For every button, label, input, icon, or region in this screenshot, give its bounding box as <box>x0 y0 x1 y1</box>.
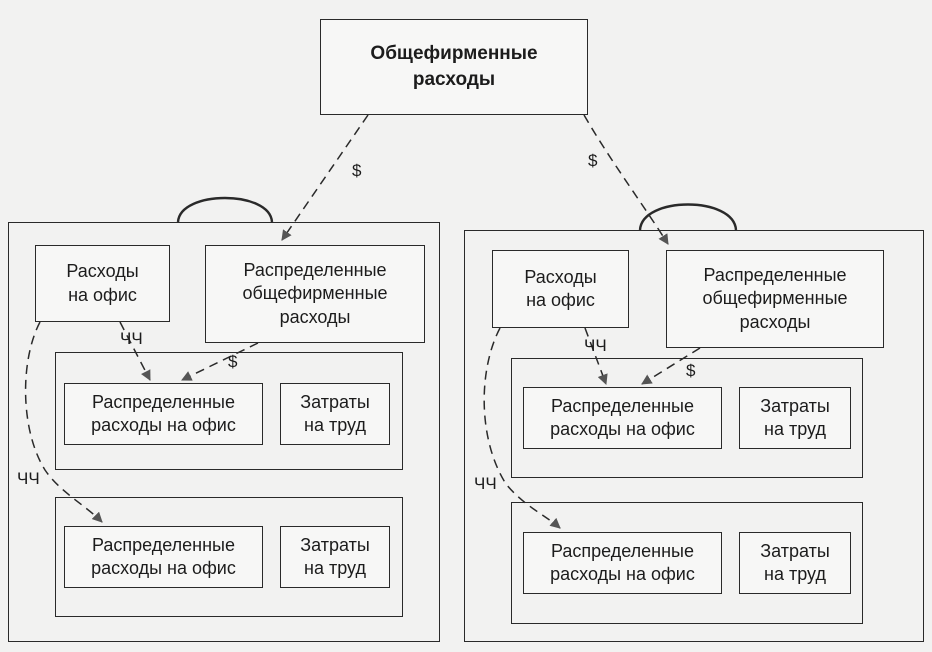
cluster-right-office-expenses-box: Расходы на офис <box>492 250 629 328</box>
cluster-left-group-1-distributed-office-box: Распределенные расходы на офис <box>64 383 263 445</box>
cluster-left-office-expenses-box: Расходы на офис <box>35 245 170 322</box>
distributed-company-label: Распределенные общефирменные расходы <box>702 264 848 332</box>
labor-costs-label: Затраты на труд <box>300 391 370 435</box>
cluster-left-frame <box>8 222 440 642</box>
distributed-office-label: Распределенные расходы на офис <box>550 540 695 584</box>
cluster-left-label-hours-side: ЧЧ <box>17 469 40 488</box>
cluster-right-label-hours-side: ЧЧ <box>474 474 497 493</box>
cluster-left-label-hours-top: ЧЧ <box>120 329 143 348</box>
flow-left-office-to-inner1 <box>119 321 151 381</box>
cluster-right-label-dollar-top: $ <box>588 151 598 170</box>
cluster-left-group-1-labor-box: Затраты на труд <box>280 383 390 445</box>
distributed-office-label: Распределенные расходы на офис <box>91 391 236 435</box>
office-expenses-label: Расходы на офис <box>524 266 597 310</box>
flow-top-to-left <box>281 114 369 241</box>
cluster-left-distributed-company-box: Распределенные общефирменные расходы <box>205 245 425 343</box>
flow-right-dist-to-inner1 <box>641 347 701 385</box>
flow-right-office-to-inner2 <box>483 327 561 529</box>
labor-costs-label: Затраты на труд <box>760 540 830 584</box>
flow-top-to-right <box>583 114 669 245</box>
cluster-left-label-dollar-inner: $ <box>228 352 238 371</box>
cluster-left-group-2-labor-box: Затраты на труд <box>280 526 390 588</box>
cluster-left-group-1 <box>55 352 403 470</box>
cluster-left-label-dollar-top: $ <box>352 161 362 180</box>
cluster-right-group-2-labor-box: Затраты на труд <box>739 532 851 594</box>
distributed-company-label: Распределенные общефирменные расходы <box>242 259 388 327</box>
cluster-right-group-1-distributed-office-box: Распределенные расходы на офис <box>523 387 722 449</box>
cluster-left-group-2 <box>55 497 403 617</box>
cluster-right-group-2 <box>511 502 863 624</box>
cluster-left-group-2-distributed-office-box: Распределенные расходы на офис <box>64 526 263 588</box>
distributed-office-label: Распределенные расходы на офис <box>91 534 236 578</box>
labor-costs-label: Затраты на труд <box>760 395 830 439</box>
flow-left-office-to-inner2 <box>24 321 103 523</box>
cluster-right-label-hours-top: ЧЧ <box>584 336 607 355</box>
cluster-right-group-1-labor-box: Затраты на труд <box>739 387 851 449</box>
cluster-right-frame <box>464 230 924 642</box>
company-expenses-label: Общефирменные расходы <box>370 43 538 90</box>
loop-arc-left <box>176 196 274 223</box>
office-expenses-label: Расходы на офис <box>66 261 139 305</box>
cluster-right-distributed-company-box: Распределенные общефирменные расходы <box>666 250 884 348</box>
distributed-office-label: Распределенные расходы на офис <box>550 395 695 439</box>
cluster-right-group-1 <box>511 358 863 478</box>
loop-arc-right <box>638 203 738 231</box>
company-expenses-box: Общефирменные расходы <box>320 19 588 115</box>
flow-right-office-to-inner1 <box>584 327 608 385</box>
cluster-right-group-2-distributed-office-box: Распределенные расходы на офис <box>523 532 722 594</box>
labor-costs-label: Затраты на труд <box>300 534 370 578</box>
cluster-right-label-dollar-inner: $ <box>686 361 696 380</box>
